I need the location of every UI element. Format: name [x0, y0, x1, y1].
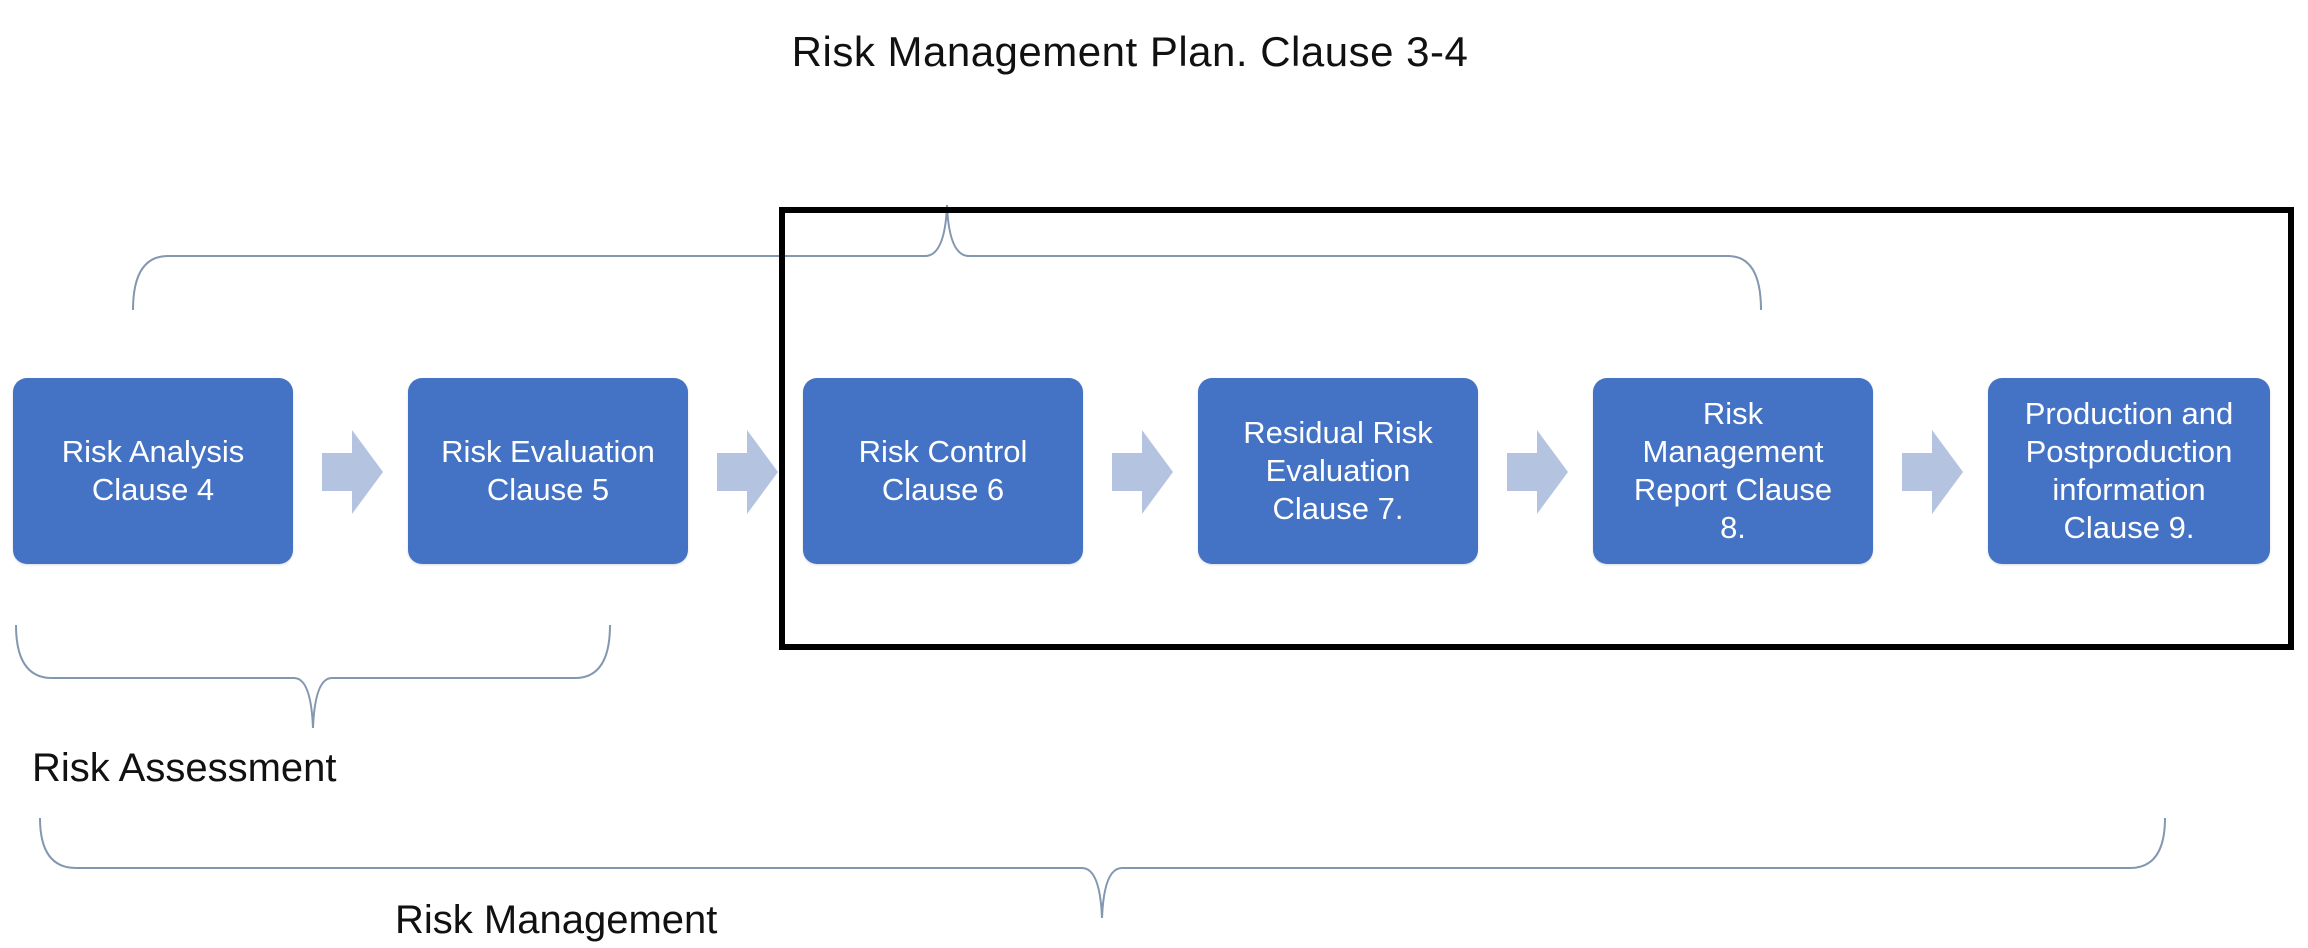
- step-risk-analysis: Risk Analysis Clause 4: [13, 378, 293, 564]
- label-risk-management: Risk Management: [395, 898, 718, 942]
- step-risk-management-report: Risk Management Report Clause 8.: [1593, 378, 1873, 564]
- step-label: Risk Analysis Clause 4: [61, 434, 245, 507]
- step-label: Production and Postproduction informatio…: [2024, 396, 2234, 545]
- highlight-box: [779, 207, 2294, 650]
- step-label: Risk Control Clause 6: [858, 434, 1028, 507]
- step-production-postproduction: Production and Postproduction informatio…: [1988, 378, 2270, 564]
- brace-risk-management: [39, 817, 2166, 919]
- diagram-title: Risk Management Plan. Clause 3-4: [791, 28, 1469, 75]
- brace-risk-management-plan: [132, 204, 1762, 311]
- arrow-5-6: [1902, 430, 1963, 514]
- arrow-2-3: [717, 430, 778, 514]
- arrow-4-5: [1507, 430, 1568, 514]
- step-label: Residual Risk Evaluation Clause 7.: [1243, 415, 1433, 526]
- arrow-3-4: [1112, 430, 1173, 514]
- step-label: Risk Evaluation Clause 5: [441, 434, 655, 507]
- label-risk-assessment: Risk Assessment: [32, 746, 337, 790]
- step-risk-evaluation: Risk Evaluation Clause 5: [408, 378, 688, 564]
- step-risk-control: Risk Control Clause 6: [803, 378, 1083, 564]
- brace-risk-assessment: [15, 624, 611, 729]
- arrow-1-2: [322, 430, 383, 514]
- step-residual-risk-evaluation: Residual Risk Evaluation Clause 7.: [1198, 378, 1478, 564]
- step-label: Risk Management Report Clause 8.: [1633, 396, 1833, 545]
